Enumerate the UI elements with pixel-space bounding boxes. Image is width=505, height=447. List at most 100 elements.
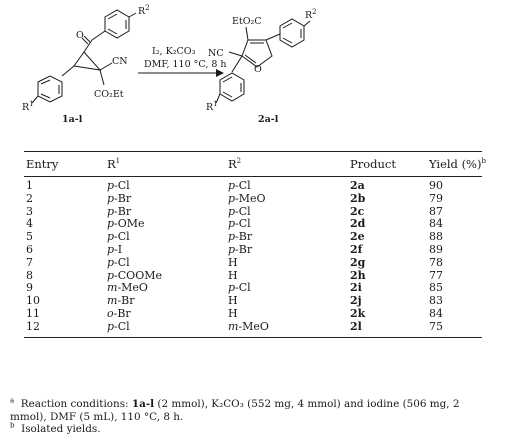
cell-entry: 4 — [26, 217, 33, 231]
cell-yield: 77 — [429, 268, 443, 282]
cell-yield: 88 — [429, 230, 443, 244]
cell-r1: p-Cl — [107, 255, 130, 269]
reactant-r1-label: R1 — [22, 100, 34, 113]
cell-yield: 84 — [429, 217, 443, 231]
cell-r2: H — [228, 306, 238, 320]
product-r1-label: R1 — [206, 100, 218, 113]
table-row: 1 p-Cl p-Cl 2a 90 — [24, 179, 482, 193]
cell-yield: 84 — [429, 306, 443, 320]
table-footnotes: a Reaction conditions: 1a-l (2 mmol), K₂… — [4, 396, 484, 436]
furan-oxygen: O — [254, 64, 262, 75]
footnote-a: a Reaction conditions: 1a-l (2 mmol), K₂… — [10, 396, 460, 423]
table-bottom-rule — [24, 336, 482, 338]
cell-r1: p-Cl — [107, 179, 130, 192]
nitrile-label-product: NC — [208, 48, 224, 59]
table-row: 11 o-Br H 2k 84 — [24, 306, 482, 321]
cell-entry: 2 — [26, 191, 33, 205]
cell-product: 2e — [350, 230, 365, 244]
table-header-rule — [24, 176, 482, 177]
cell-r1: p-OMe — [107, 217, 145, 231]
reactant-compound-label: 1a-l — [62, 114, 83, 125]
cell-yield: 78 — [429, 255, 443, 269]
table-row: 3 p-Br p-Cl 2c 87 — [24, 204, 482, 219]
cell-r2: p-Cl — [228, 204, 251, 218]
cell-product: 2g — [350, 255, 366, 269]
reaction-scheme: R2 O CN CO₂Et R1 1a-l I₂, K₂CO₃ DMF, 110… — [22, 4, 317, 125]
header-r1: R1 — [107, 157, 121, 171]
product-aryl-ring-right — [279, 18, 305, 48]
cell-r1: o-Br — [107, 306, 131, 320]
cell-yield: 83 — [429, 294, 443, 308]
cell-product: 2b — [350, 191, 366, 205]
product-compound-label: 2a-l — [258, 114, 279, 125]
cell-r1: p-Cl — [107, 230, 130, 244]
cell-product: 2k — [350, 306, 366, 320]
cell-r1: p-COOMe — [107, 268, 162, 282]
cell-entry: 8 — [26, 268, 33, 282]
table-row: 8 p-COOMe H 2h 77 — [24, 268, 482, 283]
ester-label-product: EtO₂C — [232, 16, 262, 27]
cell-r2: p-Cl — [228, 179, 251, 192]
cell-yield: 75 — [429, 319, 443, 333]
cell-r1: m-MeO — [107, 281, 148, 295]
cell-yield: 87 — [429, 204, 443, 218]
cell-r2: p-Br — [228, 230, 253, 244]
cell-product: 2h — [350, 268, 366, 282]
footnote-b: b Isolated yields. — [10, 421, 101, 436]
ester-label-reactant: CO₂Et — [94, 89, 124, 100]
product-r2-label: R2 — [305, 8, 317, 21]
conditions-line-1: I₂, K₂CO₃ — [152, 46, 196, 57]
cell-r1: p-Br — [107, 191, 132, 205]
table-row: 10 m-Br H 2j 83 — [24, 294, 482, 308]
cyclopropane-ring — [73, 51, 102, 71]
cell-r2: m-MeO — [228, 319, 269, 333]
cell-entry: 9 — [26, 281, 33, 295]
cell-yield: 79 — [429, 191, 443, 205]
cell-product: 2f — [350, 242, 363, 256]
cell-r2: H — [228, 255, 238, 269]
cell-r1: m-Br — [107, 294, 135, 308]
cell-yield: 85 — [429, 281, 443, 295]
cell-r2: H — [228, 294, 238, 308]
table-row: 2 p-Br p-MeO 2b 79 — [24, 191, 482, 206]
cell-r1: p-Cl — [107, 319, 130, 333]
header-product: Product — [350, 157, 396, 171]
cell-product: 2c — [350, 204, 365, 218]
cell-entry: 11 — [26, 306, 40, 320]
cell-product: 2a — [350, 179, 365, 192]
cell-r2: p-Br — [228, 242, 253, 256]
carbonyl-oxygen: O — [76, 30, 84, 41]
table-header-row: Entry R1 R2 Product Yield (%)b — [24, 152, 486, 176]
furan-ring — [241, 39, 273, 68]
cell-r2: p-Cl — [228, 281, 251, 295]
cell-r2: p-MeO — [228, 191, 266, 205]
cell-r2: p-Cl — [228, 217, 251, 231]
reactant-r2-label: R2 — [138, 4, 150, 17]
cell-entry: 5 — [26, 230, 33, 244]
conditions-line-2: DMF, 110 °C, 8 h — [144, 59, 227, 70]
cell-entry: 7 — [26, 255, 33, 269]
cell-entry: 3 — [26, 204, 33, 218]
cell-entry: 10 — [26, 294, 40, 308]
table-row: 9 m-MeO p-Cl 2i 85 — [24, 281, 482, 295]
cell-entry: 12 — [26, 319, 40, 333]
cell-product: 2i — [350, 281, 362, 295]
cell-entry: 1 — [26, 179, 33, 192]
table-row: 4 p-OMe p-Cl 2d 84 — [24, 217, 482, 231]
cell-yield: 89 — [429, 242, 443, 256]
table-row: 7 p-Cl H 2g 78 — [24, 255, 482, 270]
cell-r1: p-Br — [107, 204, 132, 218]
cell-product: 2j — [350, 294, 362, 308]
reactant-aryl-ring-bottom — [37, 75, 63, 103]
header-entry: Entry — [26, 157, 59, 171]
header-r2: R2 — [228, 157, 242, 171]
cell-yield: 90 — [429, 179, 443, 192]
header-yield: Yield (%)b — [429, 157, 486, 171]
table-top-rule — [24, 151, 482, 152]
cell-product: 2d — [350, 217, 366, 231]
cell-r2: H — [228, 268, 238, 282]
table-row: 5 p-Cl p-Br 2e 88 — [24, 230, 482, 244]
